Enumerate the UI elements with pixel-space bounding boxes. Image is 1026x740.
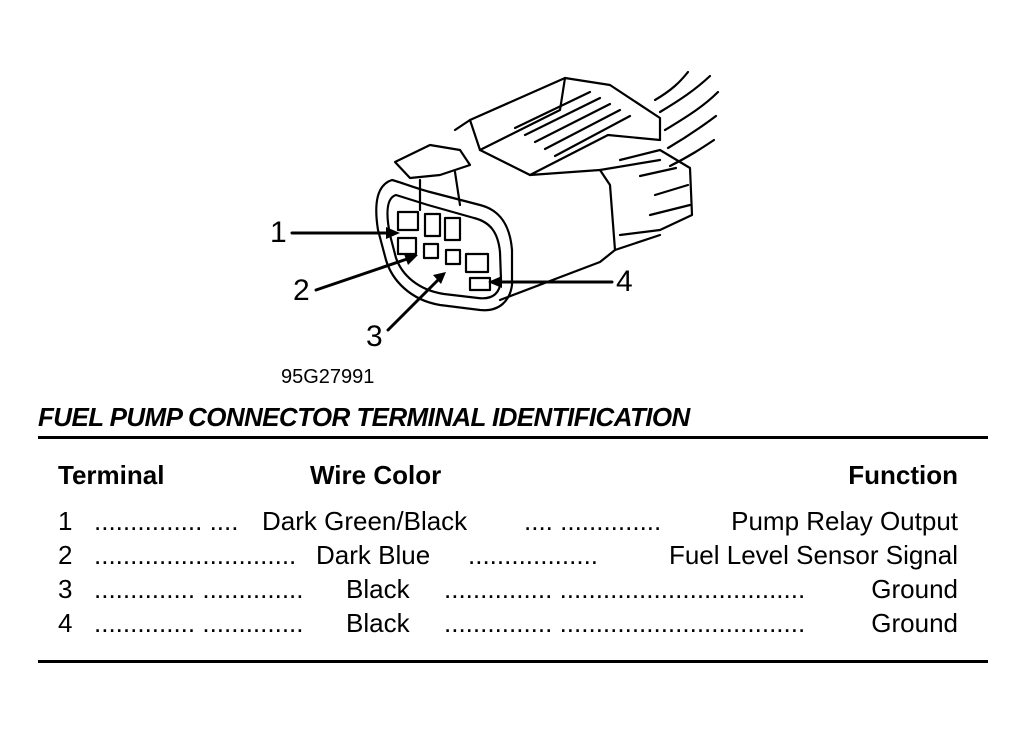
callout-terminal-1: 1 — [270, 216, 287, 249]
header-terminal: Terminal — [58, 460, 165, 490]
page-title: FUEL PUMP CONNECTOR TERMINAL IDENTIFICAT… — [38, 402, 690, 432]
table-row: 1 ............... .... Dark Green/Black … — [0, 506, 1026, 540]
leader-dots: .................. — [468, 540, 599, 570]
wire-bundle — [653, 70, 720, 168]
leader-dots: ............... ........................… — [444, 608, 806, 638]
wire-color: Black — [346, 608, 410, 638]
connector-rear-boot — [618, 148, 694, 237]
header-function: Function — [848, 460, 958, 490]
leader-dots: .............. .............. — [94, 608, 304, 638]
wire-color: Black — [346, 574, 410, 604]
leader-dots: ............... .... — [94, 506, 239, 536]
connector-face — [375, 178, 514, 312]
wire-color: Dark Green/Black — [262, 506, 468, 536]
header-wire-color: Wire Color — [310, 460, 442, 490]
leader-dots: ............................ — [94, 540, 297, 570]
terminal-number: 3 — [58, 574, 73, 604]
callout-terminal-3: 3 — [366, 320, 383, 353]
table-row: 2 ............................ Dark Blue… — [0, 540, 1026, 574]
function: Ground — [871, 574, 958, 604]
function: Pump Relay Output — [731, 506, 958, 536]
top-rule — [38, 436, 988, 439]
callout-terminal-2: 2 — [293, 274, 310, 307]
leader-dots: ............... ........................… — [444, 574, 806, 604]
leader-dots: .............. .............. — [94, 574, 304, 604]
wire-color: Dark Blue — [316, 540, 431, 570]
figure-id: 95G27991 — [281, 366, 375, 388]
table-row: 3 .............. .............. Black ..… — [0, 574, 1026, 608]
terminal-number: 1 — [58, 506, 73, 536]
terminal-number: 4 — [58, 608, 73, 638]
function: Fuel Level Sensor Signal — [668, 540, 958, 570]
table-row: 4 .............. .............. Black ..… — [0, 608, 1026, 642]
terminal-number: 2 — [58, 540, 73, 570]
function: Ground — [871, 608, 958, 638]
callout-terminal-4: 4 — [616, 265, 633, 298]
bottom-rule — [38, 660, 988, 663]
leader-dots: .... .............. — [524, 506, 662, 536]
connector-housing — [393, 76, 662, 302]
fuel-pump-connector-diagram — [290, 70, 720, 332]
